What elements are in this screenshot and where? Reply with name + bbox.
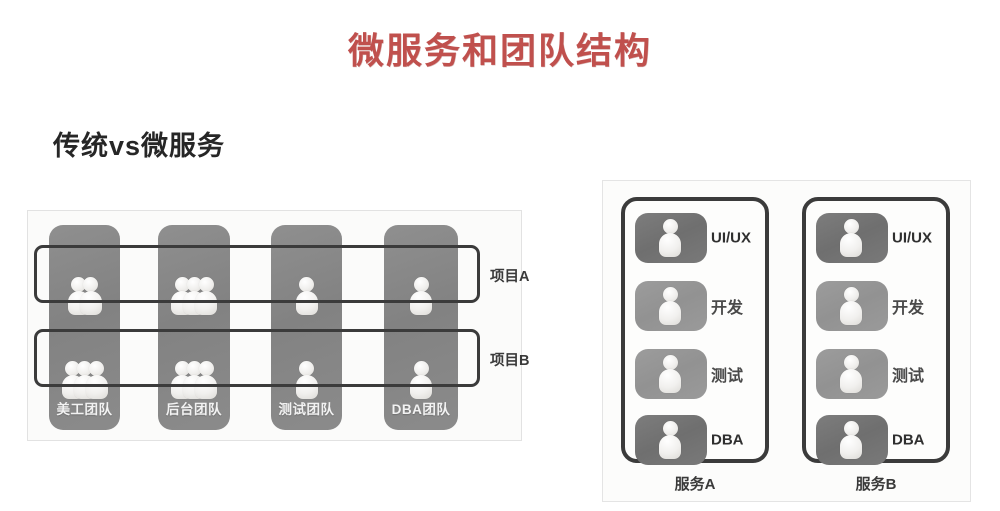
team-column-dba: DBA团队 bbox=[384, 225, 458, 430]
service-caption-a: 服务A bbox=[674, 476, 716, 493]
page-title: 微服务和团队结构 bbox=[347, 30, 652, 71]
service-box-a: UI/UX 开发 测试 DBA bbox=[621, 197, 769, 465]
traditional-structure-diagram: 美工团队 后台团队 测试团队 DBA团队 项目A 项目B bbox=[27, 210, 529, 441]
team-column-label: 测试团队 bbox=[278, 402, 335, 417]
person-icon bbox=[195, 361, 217, 399]
person-icon bbox=[410, 361, 432, 399]
person-icon bbox=[659, 287, 681, 325]
team-column-art: 美工团队 bbox=[49, 225, 120, 430]
person-icon bbox=[295, 361, 318, 399]
person-icon bbox=[659, 355, 681, 393]
person-icon bbox=[840, 355, 862, 393]
role-label: UI/UX bbox=[711, 229, 752, 247]
role-label: DBA bbox=[892, 431, 925, 449]
role-avatar-pill bbox=[816, 281, 888, 331]
service-box-b: UI/UX 开发 测试 DBA bbox=[802, 197, 950, 465]
person-icon bbox=[840, 421, 862, 459]
role-row: UI/UX bbox=[816, 213, 942, 263]
role-row: DBA bbox=[635, 415, 761, 465]
team-column-label: DBA团队 bbox=[391, 402, 451, 417]
service-caption-b: 服务B bbox=[855, 476, 897, 493]
microservice-structure-diagram: UI/UX 开发 测试 DBA UI/UX 开发 测试 DBA bbox=[602, 180, 971, 502]
role-row: 开发 bbox=[635, 281, 761, 331]
people-group bbox=[271, 263, 342, 315]
person-icon bbox=[410, 277, 432, 315]
person-icon bbox=[840, 287, 862, 325]
person-icon bbox=[85, 361, 108, 399]
project-label-b: 项目B bbox=[490, 353, 530, 369]
project-bracket-b bbox=[34, 329, 480, 387]
section-heading: 传统vs微服务 bbox=[53, 131, 226, 161]
role-avatar-pill bbox=[635, 415, 707, 465]
person-icon bbox=[295, 277, 318, 315]
role-avatar-pill bbox=[635, 281, 707, 331]
people-group bbox=[49, 347, 120, 399]
role-avatar-pill bbox=[635, 213, 707, 263]
person-icon bbox=[79, 277, 102, 315]
role-avatar-pill bbox=[816, 213, 888, 263]
people-group bbox=[158, 263, 230, 315]
role-row: 开发 bbox=[816, 281, 942, 331]
team-column-backend: 后台团队 bbox=[158, 225, 230, 430]
person-icon bbox=[659, 421, 681, 459]
role-label: 测试 bbox=[711, 368, 744, 385]
role-row: 测试 bbox=[635, 349, 761, 399]
people-group bbox=[271, 347, 342, 399]
person-icon bbox=[659, 219, 681, 257]
person-icon bbox=[840, 219, 862, 257]
role-label: DBA bbox=[711, 431, 744, 449]
role-row: 测试 bbox=[816, 349, 942, 399]
role-avatar-pill bbox=[635, 349, 707, 399]
people-group bbox=[158, 347, 230, 399]
role-label: 开发 bbox=[711, 300, 744, 317]
person-icon bbox=[195, 277, 217, 315]
role-avatar-pill bbox=[816, 349, 888, 399]
role-label: UI/UX bbox=[892, 229, 933, 247]
project-bracket-a bbox=[34, 245, 480, 303]
role-row: DBA bbox=[816, 415, 942, 465]
role-label: 开发 bbox=[892, 300, 925, 317]
team-column-label: 美工团队 bbox=[56, 402, 113, 417]
team-column-label: 后台团队 bbox=[166, 402, 222, 417]
people-group bbox=[384, 347, 458, 399]
role-label: 测试 bbox=[892, 368, 925, 385]
team-column-qa: 测试团队 bbox=[271, 225, 342, 430]
project-label-a: 项目A bbox=[490, 269, 530, 285]
people-group bbox=[384, 263, 458, 315]
people-group bbox=[49, 263, 120, 315]
role-row: UI/UX bbox=[635, 213, 761, 263]
role-avatar-pill bbox=[816, 415, 888, 465]
